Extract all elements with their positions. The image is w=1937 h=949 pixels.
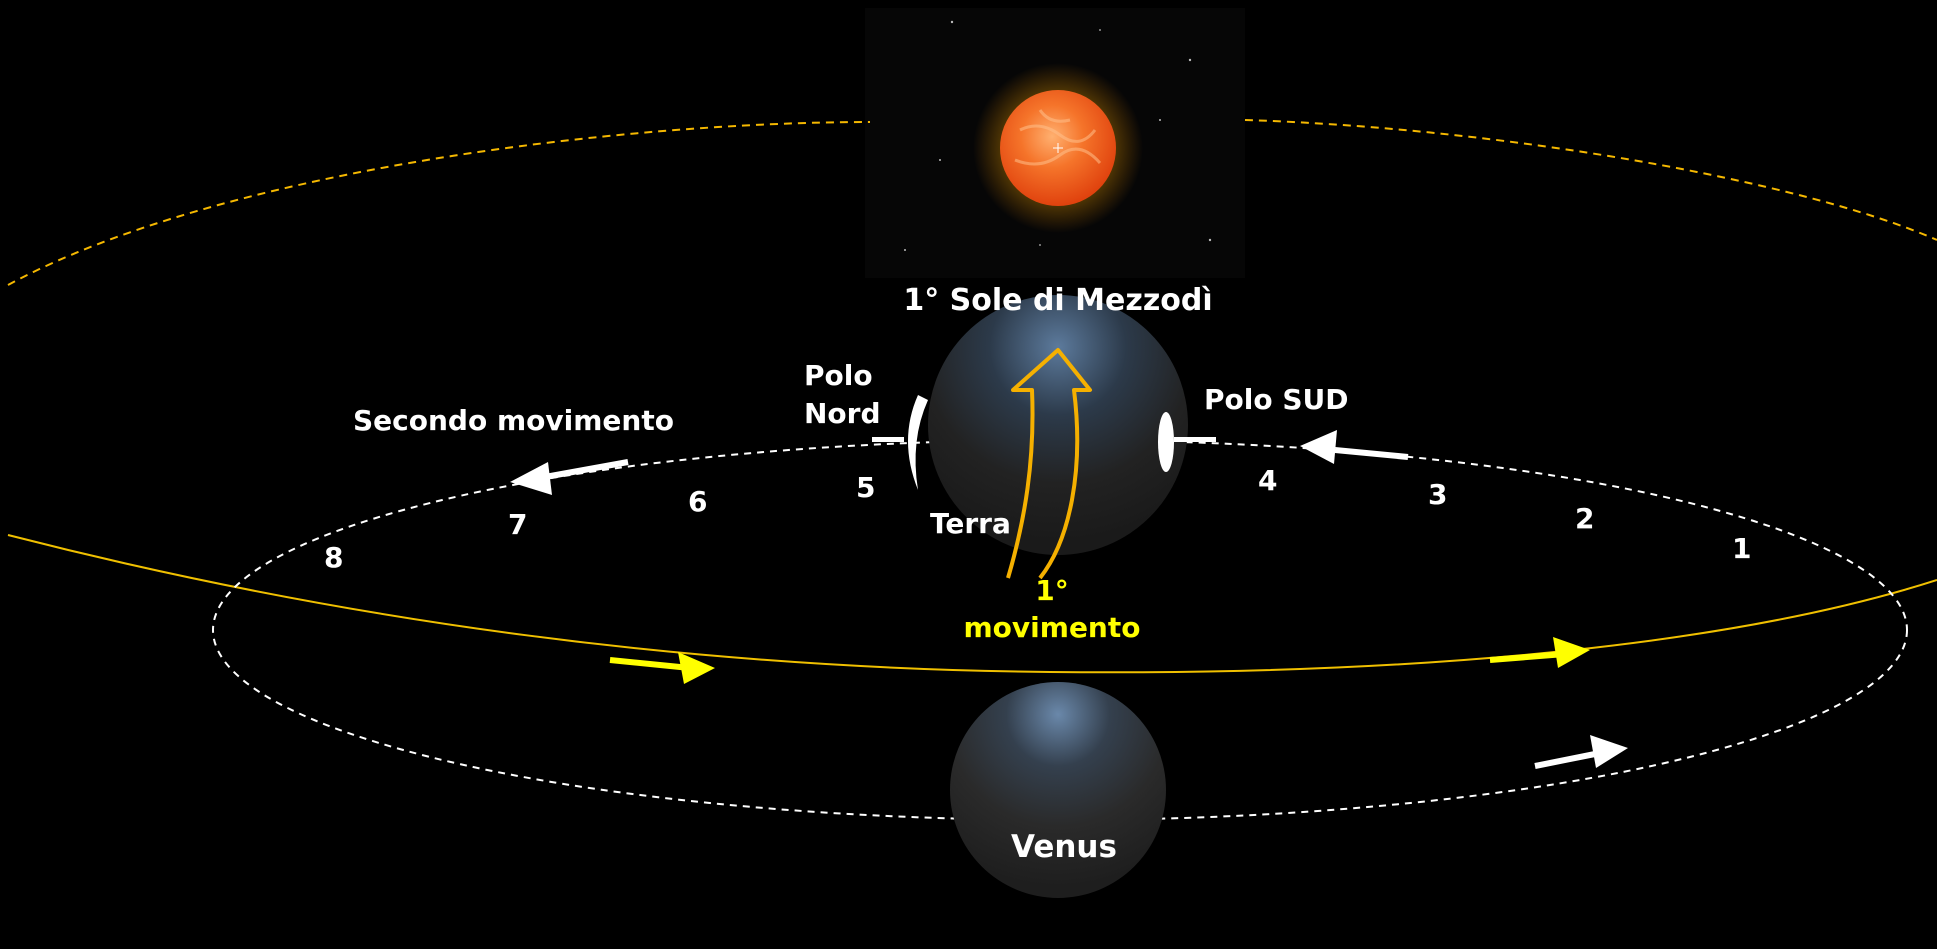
- second-movement-label: Secondo movimento: [353, 404, 674, 437]
- position-6: 6: [688, 485, 707, 518]
- pole-south-tick: [1174, 437, 1216, 442]
- first-movement-arrow: [1006, 348, 1092, 580]
- venus-label: Venus: [1011, 829, 1117, 865]
- sun-texture: [1014, 109, 1102, 166]
- first-movement-label-line2: movimento: [964, 611, 1141, 644]
- position-4: 4: [1258, 464, 1277, 497]
- outer-orbit-solid: [7, 534, 1937, 674]
- earth-crescent-left: [908, 395, 928, 490]
- pole-south-label: Polo SUD: [1204, 383, 1348, 416]
- earth-label: Terra: [930, 507, 1011, 540]
- stars: [904, 20, 1212, 251]
- position-8: 8: [324, 541, 343, 574]
- white-arrow-top-right: [1300, 430, 1409, 464]
- position-5: 5: [856, 471, 875, 504]
- white-arrow-left: [510, 459, 629, 495]
- pole-north-label-line2: Nord: [804, 397, 881, 430]
- earth: [928, 295, 1188, 555]
- sun-crosshair: [1053, 143, 1063, 153]
- position-7: 7: [508, 508, 527, 541]
- venus: [950, 682, 1166, 898]
- yellow-arrow-right: [1489, 637, 1590, 668]
- pole-north-tick: [872, 437, 904, 442]
- position-3: 3: [1428, 478, 1447, 511]
- earth-pole-south-marker: [1158, 412, 1174, 472]
- white-arrow-bottom-right: [1534, 735, 1628, 769]
- pole-north-label-line1: Polo: [804, 359, 873, 392]
- first-movement-label-line1: 1°: [1035, 574, 1068, 607]
- sun-title-label: 1° Sole di Mezzodì: [903, 283, 1212, 318]
- position-1: 1: [1732, 532, 1751, 565]
- yellow-arrow-left: [609, 652, 715, 684]
- outer-orbit-dashed: [7, 119, 1937, 286]
- position-2: 2: [1575, 502, 1594, 535]
